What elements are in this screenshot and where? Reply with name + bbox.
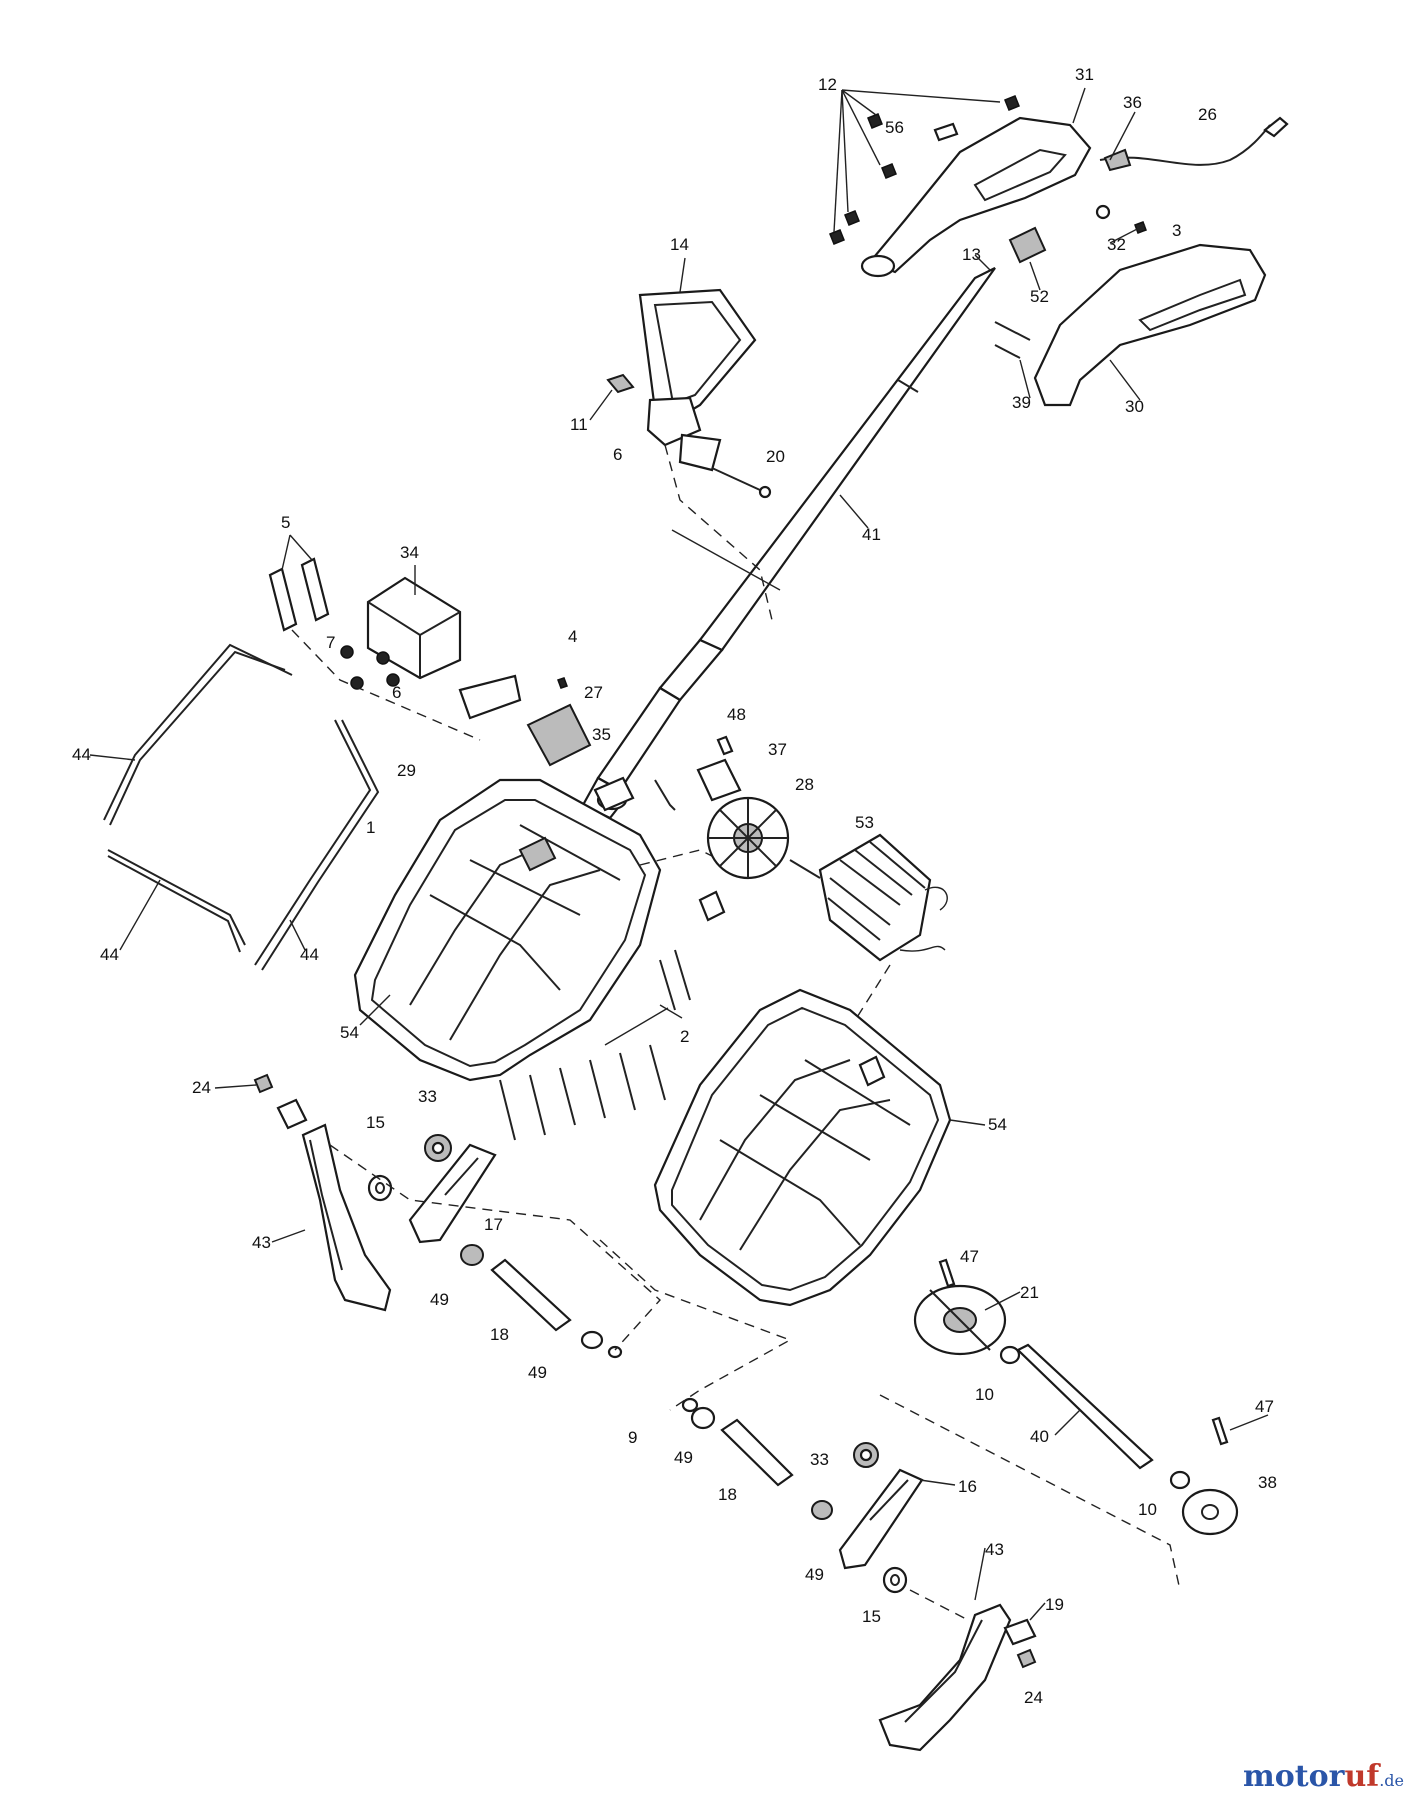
label-16: 16 xyxy=(958,1477,977,1496)
label-17: 17 xyxy=(484,1215,503,1234)
grip-handle xyxy=(606,288,781,621)
screws xyxy=(499,949,691,1141)
label-53: 53 xyxy=(855,813,874,832)
upper-handle-assembly xyxy=(658,87,1289,702)
label-49-mid: 49 xyxy=(528,1363,547,1382)
label-47-cap: 47 xyxy=(1255,1397,1274,1416)
part-labels: 12 31 36 26 56 3 32 13 52 14 39 30 11 6 … xyxy=(72,65,1277,1707)
label-28: 28 xyxy=(795,775,814,794)
label-31: 31 xyxy=(1075,65,1094,84)
right-housing xyxy=(653,988,952,1307)
label-44-right: 44 xyxy=(300,945,319,964)
label-49-left: 49 xyxy=(430,1290,449,1309)
label-2: 2 xyxy=(680,1027,689,1046)
label-37: 37 xyxy=(768,740,787,759)
label-3: 3 xyxy=(1172,221,1181,240)
watermark-suffix: .de xyxy=(1379,1771,1404,1790)
label-11: 11 xyxy=(570,415,588,434)
label-18-left: 18 xyxy=(490,1325,509,1344)
foam-block xyxy=(268,534,522,741)
label-18-right: 18 xyxy=(718,1485,737,1504)
label-41: 41 xyxy=(862,525,881,544)
label-54-right: 54 xyxy=(988,1115,1007,1134)
label-6-grip: 6 xyxy=(613,445,622,464)
label-39: 39 xyxy=(1012,393,1031,412)
switch-block xyxy=(526,677,592,767)
label-20: 20 xyxy=(766,447,785,466)
label-27: 27 xyxy=(584,683,603,702)
label-6-foam: 6 xyxy=(392,683,401,702)
drive-gear xyxy=(879,1258,1239,1591)
label-30: 30 xyxy=(1125,397,1144,416)
label-35: 35 xyxy=(592,725,611,744)
label-40: 40 xyxy=(1030,1427,1049,1446)
label-10-gear: 10 xyxy=(975,1385,994,1404)
label-leaders xyxy=(89,224,1269,1621)
label-19: 19 xyxy=(1045,1595,1064,1614)
label-33-right: 33 xyxy=(810,1450,829,1469)
label-54-left: 54 xyxy=(340,1023,359,1042)
label-48: 48 xyxy=(727,705,746,724)
label-43-left: 43 xyxy=(252,1233,271,1252)
label-7: 7 xyxy=(326,633,335,652)
label-21: 21 xyxy=(1020,1283,1039,1302)
label-56: 56 xyxy=(885,118,904,137)
left-housing xyxy=(353,778,726,1082)
label-14: 14 xyxy=(670,235,689,254)
label-24-right: 24 xyxy=(1024,1688,1043,1707)
guard-bars xyxy=(103,643,380,971)
label-49-right: 49 xyxy=(805,1565,824,1584)
label-49-lower: 49 xyxy=(674,1448,693,1467)
label-1: 1 xyxy=(366,818,375,837)
label-9: 9 xyxy=(628,1428,637,1447)
fan xyxy=(706,796,790,880)
motor xyxy=(789,833,948,1101)
label-43-right: 43 xyxy=(985,1540,1004,1559)
label-12: 12 xyxy=(818,75,837,94)
label-38: 38 xyxy=(1258,1473,1277,1492)
label-4: 4 xyxy=(568,627,577,646)
label-47-gear: 47 xyxy=(960,1247,979,1266)
left-wheel-parts xyxy=(253,1073,792,1411)
label-34: 34 xyxy=(400,543,419,562)
label-15-left: 15 xyxy=(366,1113,385,1132)
label-5: 5 xyxy=(281,513,290,532)
label-15-right: 15 xyxy=(862,1607,881,1626)
watermark-logo: motoruf.de xyxy=(1243,1759,1404,1794)
label-52: 52 xyxy=(1030,287,1049,306)
label-44-bottom: 44 xyxy=(100,945,119,964)
label-10-cap: 10 xyxy=(1138,1500,1157,1519)
watermark-accent: uf xyxy=(1344,1759,1380,1794)
label-44-top: 44 xyxy=(72,745,91,764)
label-29: 29 xyxy=(397,761,416,780)
watermark-main: motor xyxy=(1243,1759,1345,1794)
label-13: 13 xyxy=(962,245,981,264)
label-24-left: 24 xyxy=(192,1078,211,1097)
label-32: 32 xyxy=(1107,235,1126,254)
connector-parts xyxy=(593,735,742,812)
label-36: 36 xyxy=(1123,93,1142,112)
label-26: 26 xyxy=(1198,105,1217,124)
label-33-left: 33 xyxy=(418,1087,437,1106)
right-wheel-parts xyxy=(681,1397,1037,1752)
